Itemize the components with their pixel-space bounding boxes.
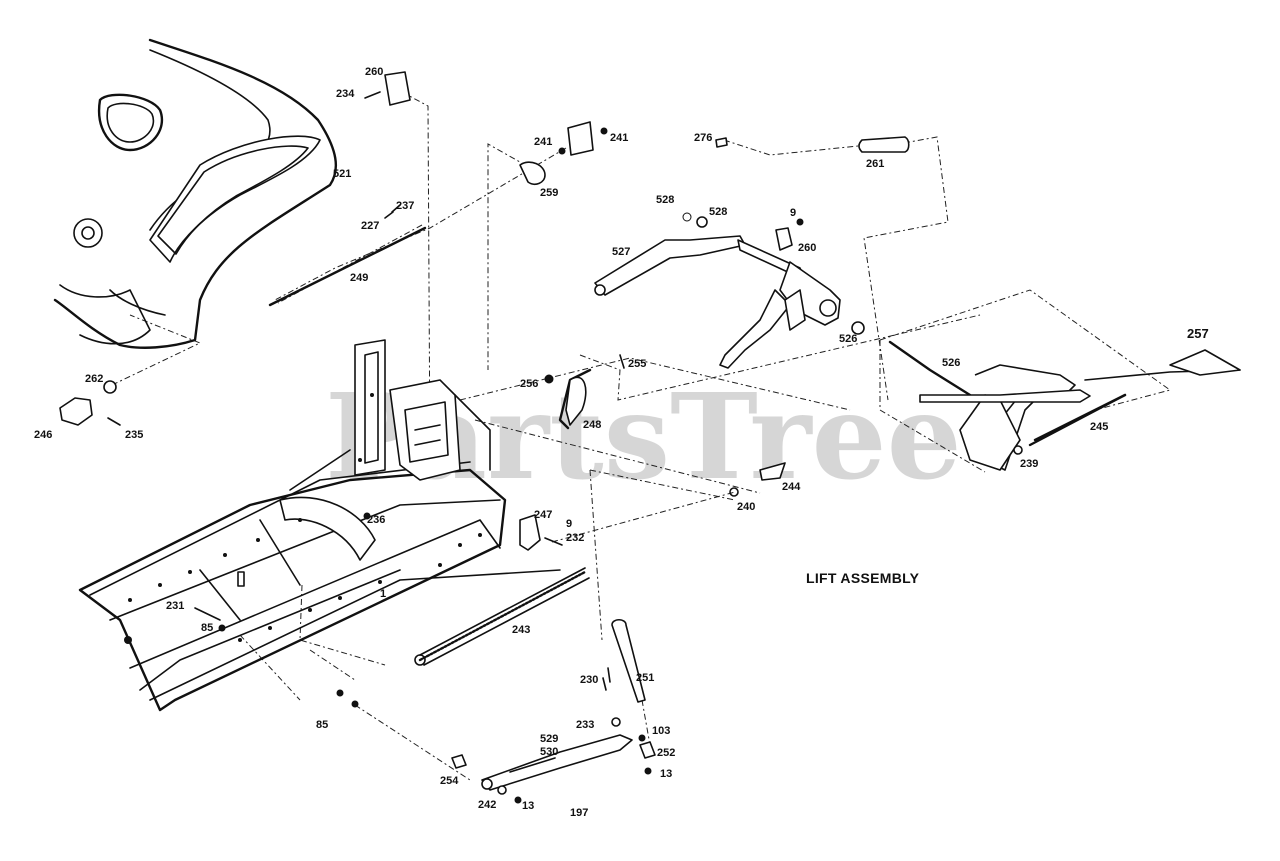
part-label-246[interactable]: 246 bbox=[34, 429, 52, 441]
part-label-233[interactable]: 233 bbox=[576, 719, 594, 731]
main-frame-part bbox=[78, 339, 561, 712]
part-label-13[interactable]: 13 bbox=[660, 768, 672, 780]
part-label-527[interactable]: 527 bbox=[612, 246, 630, 258]
lift-shaft-part bbox=[594, 227, 841, 369]
part-label-276[interactable]: 276 bbox=[694, 132, 712, 144]
lift-pedal-bracket-part bbox=[888, 340, 1241, 471]
part-label-257[interactable]: 257 bbox=[1187, 326, 1209, 341]
part-label-529[interactable]: 529 bbox=[540, 733, 558, 745]
part-label-248[interactable]: 248 bbox=[583, 419, 601, 431]
part-label-243[interactable]: 243 bbox=[512, 624, 530, 636]
part-label-13[interactable]: 13 bbox=[522, 800, 534, 812]
part-label-9[interactable]: 9 bbox=[790, 207, 796, 219]
part-label-255[interactable]: 255 bbox=[628, 358, 646, 370]
part-label-9[interactable]: 9 bbox=[566, 518, 572, 530]
part-label-260[interactable]: 260 bbox=[365, 66, 383, 78]
part-label-530[interactable]: 530 bbox=[540, 746, 558, 758]
lift-spring-part bbox=[414, 567, 590, 666]
part-label-244[interactable]: 244 bbox=[782, 481, 801, 493]
hardware-parts bbox=[59, 71, 1127, 804]
part-label-251[interactable]: 251 bbox=[636, 672, 654, 684]
part-label-249[interactable]: 249 bbox=[350, 272, 368, 284]
part-label-252[interactable]: 252 bbox=[657, 747, 675, 759]
part-label-241[interactable]: 241 bbox=[534, 136, 552, 148]
part-label-245[interactable]: 245 bbox=[1090, 421, 1108, 433]
part-label-528[interactable]: 528 bbox=[709, 206, 727, 218]
part-label-262[interactable]: 262 bbox=[85, 373, 103, 385]
part-label-260[interactable]: 260 bbox=[798, 242, 816, 254]
part-label-230[interactable]: 230 bbox=[580, 674, 598, 686]
part-label-1[interactable]: 1 bbox=[380, 588, 386, 600]
part-label-528[interactable]: 528 bbox=[656, 194, 674, 206]
part-label-526[interactable]: 526 bbox=[839, 333, 857, 345]
part-label-231[interactable]: 231 bbox=[166, 600, 184, 612]
part-label-247[interactable]: 247 bbox=[534, 509, 552, 521]
part-label-240[interactable]: 240 bbox=[737, 501, 755, 513]
part-label-197[interactable]: 197 bbox=[570, 807, 588, 819]
part-label-526[interactable]: 526 bbox=[942, 357, 960, 369]
part-label-234[interactable]: 234 bbox=[336, 88, 355, 100]
part-label-259[interactable]: 259 bbox=[540, 187, 558, 199]
part-label-103[interactable]: 103 bbox=[652, 725, 670, 737]
part-label-227[interactable]: 227 bbox=[361, 220, 379, 232]
hood-fender-part bbox=[53, 38, 337, 349]
part-label-236[interactable]: 236 bbox=[367, 514, 385, 526]
part-label-237[interactable]: 237 bbox=[396, 200, 414, 212]
part-label-85[interactable]: 85 bbox=[316, 719, 328, 731]
part-label-261[interactable]: 261 bbox=[866, 158, 884, 170]
part-labels: 260 234 521 241 241 259 227 237 249 276 … bbox=[34, 66, 1209, 819]
rods-and-shafts bbox=[268, 226, 646, 703]
part-label-254[interactable]: 254 bbox=[440, 775, 459, 787]
part-label-521[interactable]: 521 bbox=[333, 168, 351, 180]
part-label-235[interactable]: 235 bbox=[125, 429, 143, 441]
part-label-239[interactable]: 239 bbox=[1020, 458, 1038, 470]
part-label-232[interactable]: 232 bbox=[566, 532, 584, 544]
part-label-85[interactable]: 85 bbox=[201, 622, 213, 634]
part-label-256[interactable]: 256 bbox=[520, 378, 538, 390]
assembly-title: LIFT ASSEMBLY bbox=[806, 570, 920, 586]
part-label-242[interactable]: 242 bbox=[478, 799, 496, 811]
part-label-241[interactable]: 241 bbox=[610, 132, 628, 144]
